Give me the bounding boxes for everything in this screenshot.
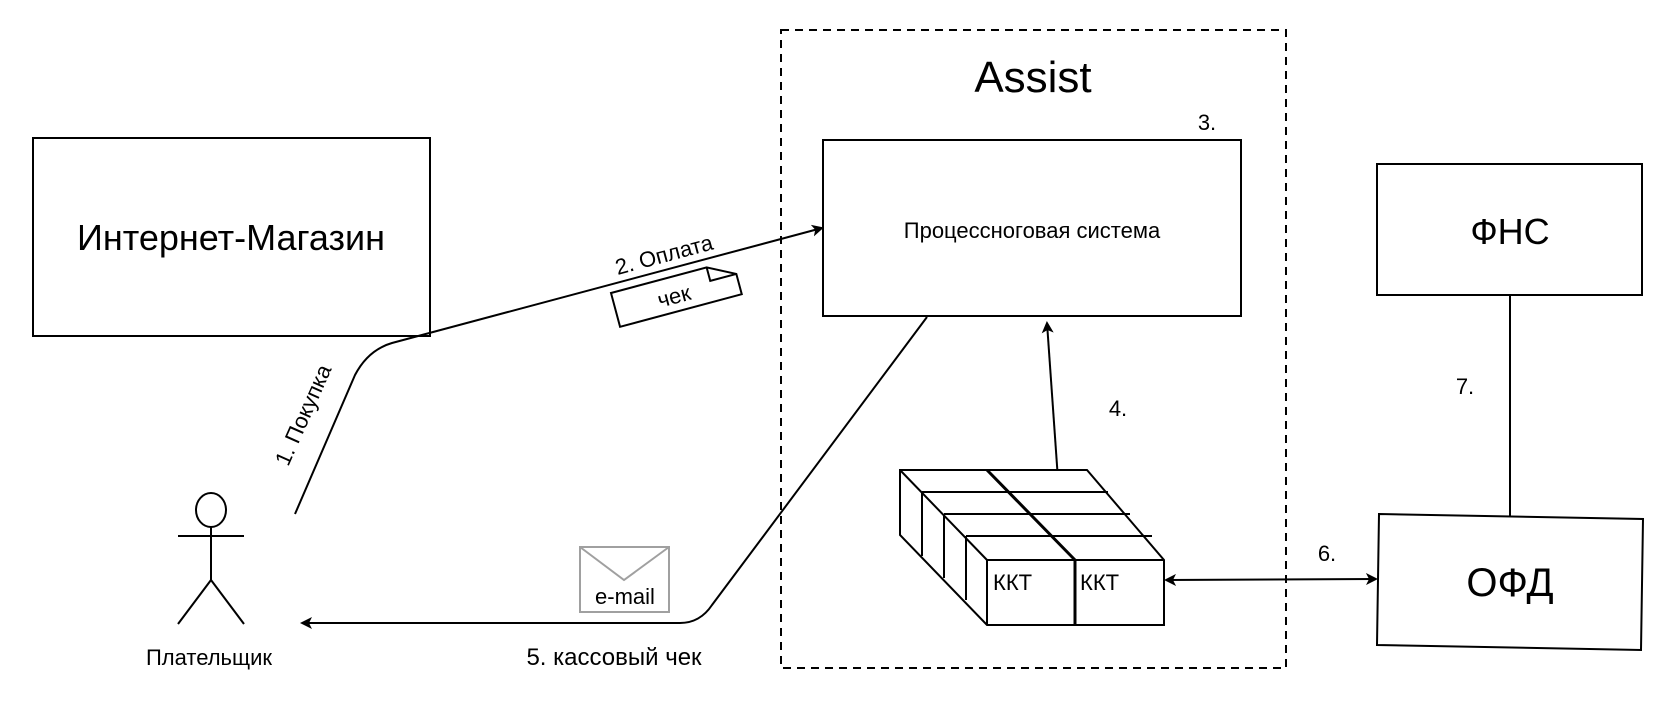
email-label: e-mail [595,584,655,609]
step-3-label: 3. [1198,110,1216,135]
payer-label: Плательщик [146,645,272,670]
internet-shop-node[interactable]: Интернет-Магазин [32,137,431,337]
email-icon: e-mail [579,546,670,613]
payer-actor[interactable]: Плательщик [146,492,272,670]
fns-label: ФНС [1470,211,1549,252]
step-6-label: 6. [1318,541,1336,566]
cash-receipt-edge [300,316,928,629]
assist-group-label: Assist [974,53,1091,102]
step-4-label: 4. [1109,396,1127,421]
purchase-payment-edge [294,224,824,515]
processing-system-label: Процессноговая система [904,218,1161,243]
internet-shop-label: Интернет-Магазин [77,217,385,258]
ofd-node[interactable]: ОФД [1375,512,1645,652]
cash-receipt-label: 5. кассовый чек [526,644,702,671]
receipt-document-icon: чек [609,266,743,329]
kkt-left-label: ККТ [993,570,1032,595]
purchase-label: 1. Покупка [270,360,337,469]
fns-node[interactable]: ФНС [1376,163,1643,296]
actor-head-icon [195,492,227,528]
kkt-right-label: ККТ [1080,570,1119,595]
kkt-ofd-edge [1164,573,1378,586]
assist-group-boundary [780,29,1287,669]
kkt-cluster[interactable] [899,468,1165,626]
step-7-label: 7. [1456,374,1474,399]
ofd-label: ОФД [1466,561,1553,605]
processing-system-node[interactable]: Процессноговая система [822,139,1242,317]
